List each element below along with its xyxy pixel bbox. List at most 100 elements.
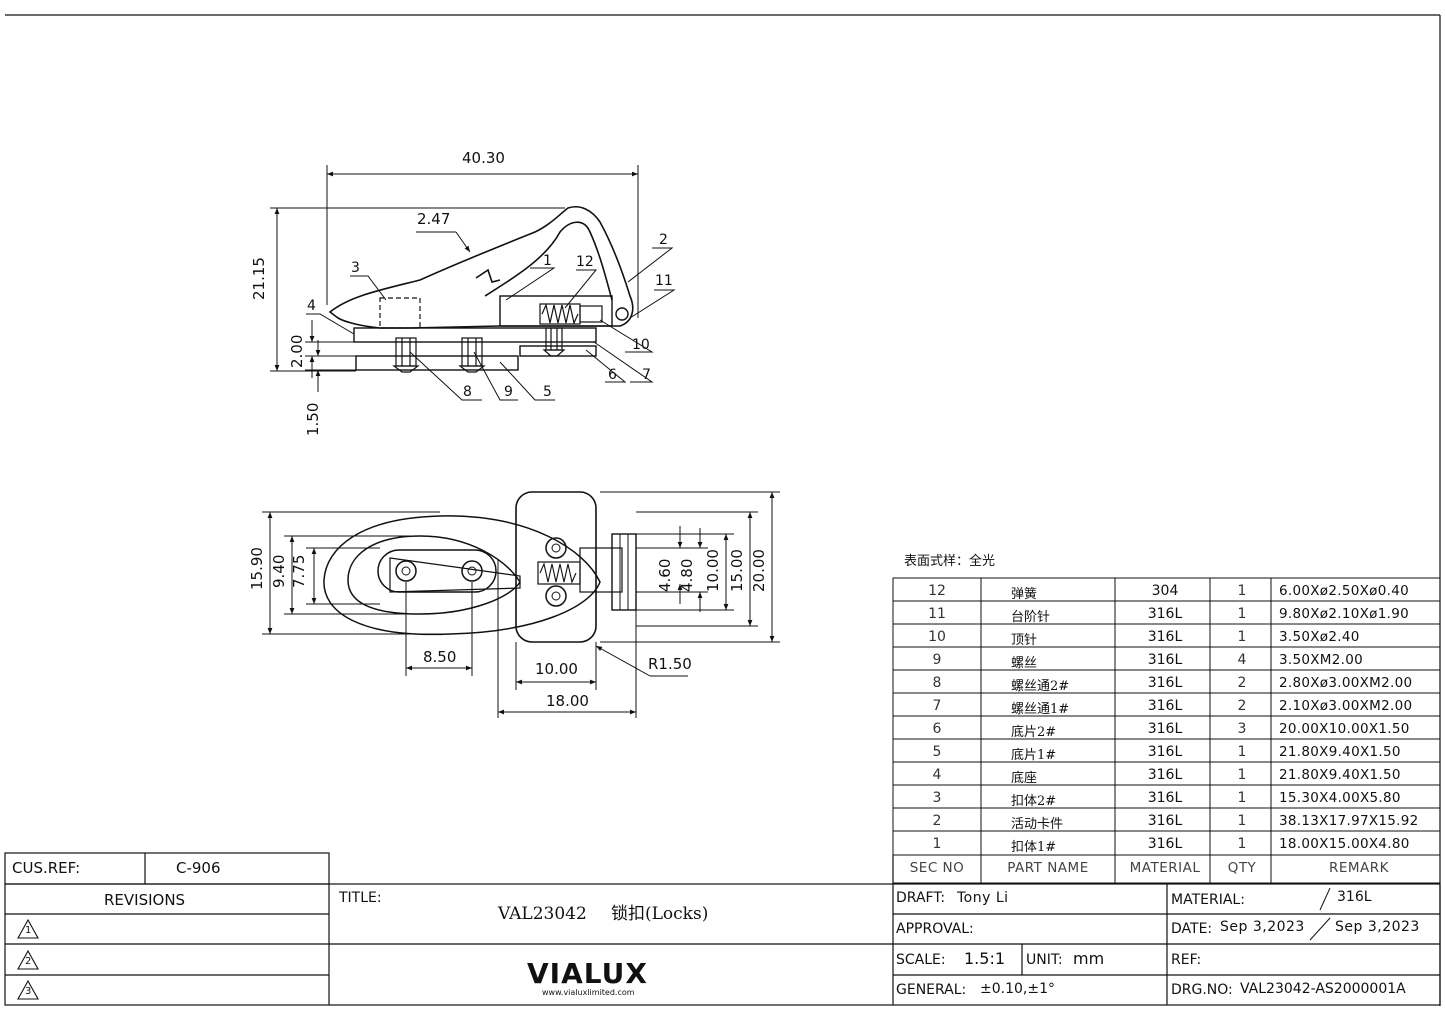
dim-21-15: 21.15 [250,257,268,300]
bom-part-name: 扣体2# [1011,794,1057,809]
logo-url: www.vialuxlimited.com [542,988,635,997]
bom-header-name: PART NAME [1007,860,1089,876]
material-value: 316L [1337,889,1372,905]
unit-label: UNIT: [1026,952,1063,968]
bom-remark: 3.50XM2.00 [1279,652,1364,668]
balloon-3: 3 [351,260,360,276]
balloon-8: 8 [463,384,472,400]
bom-qty: 2 [1237,675,1247,691]
bom-qty: 1 [1237,629,1247,645]
bom-sec-no: 9 [932,652,942,668]
bom-header-sec: SEC NO [909,860,965,876]
pin-11 [615,307,629,321]
scale-value: 1.5:1 [964,949,1006,968]
bom-qty: 1 [1237,606,1247,622]
bom-part-name: 弹簧 [1011,587,1038,602]
bom-material: 316L [1147,767,1183,783]
base-plate-6 [519,345,597,357]
rev-mark-1: 1 [25,925,32,936]
bom-part-name: 扣体1# [1011,840,1057,855]
bom-header-qty: QTY [1227,860,1257,876]
balloon-9: 9 [504,384,513,400]
draft-value: Tony Li [957,890,1009,906]
dim-10-00-h: 10.00 [535,660,578,678]
approval-label: APPROVAL: [896,921,974,937]
bom-table-grid [892,577,1441,884]
side-view-dimensions [270,165,639,392]
hook-inner-slot [484,221,613,301]
balloon-11: 11 [655,273,673,289]
slide-slot [377,549,497,593]
ref-label: REF: [1171,952,1202,968]
bom-material: 316L [1147,790,1183,806]
bom-sec-no: 6 [932,721,942,737]
dim-1-50: 1.50 [304,402,322,436]
scale-label: SCALE: [896,952,946,968]
bom-material: 316L [1147,606,1183,622]
date-value-2: Sep 3,2023 [1335,919,1420,935]
dim-8-50: 8.50 [423,648,457,666]
drg-value: VAL23042-AS2000001A [1240,981,1406,997]
screw-hole-4 [545,585,567,607]
screw-hole-2 [461,560,483,582]
teardrop-inner [347,535,521,615]
screw-hole-3 [545,537,567,559]
dim-15-00: 15.00 [728,549,746,592]
bom-material: 316L [1147,675,1183,691]
bom-header-remark: REMARK [1328,860,1390,876]
bom-material: 316L [1147,629,1183,645]
bom-row: 8 螺丝通2# 316L 2 2.80Xø3.00XM2.00 [893,671,1441,694]
cus-ref-label: CUS.REF: [12,859,81,877]
dim-9-40: 9.40 [270,554,288,588]
bom-header-row: SEC NO PART NAME MATERIAL QTY REMARK [893,856,1441,879]
bom-part-name: 螺丝通2# [1011,679,1070,694]
dim-10-00-v: 10.00 [704,549,722,592]
bom-sec-no: 8 [932,675,942,691]
plate-6-top [515,491,597,643]
bom-qty: 2 [1237,698,1247,714]
bom-material: 316L [1147,744,1183,760]
balloon-5: 5 [543,384,552,400]
drg-label: DRG.NO: [1171,982,1233,998]
bom-row: 9 螺丝 316L 4 3.50XM2.00 [893,648,1441,671]
balloon-2: 2 [659,232,668,248]
bom-remark: 2.80Xø3.00XM2.00 [1279,675,1413,691]
bom-remark: 6.00Xø2.50Xø0.40 [1279,583,1409,599]
revision-triangles [17,918,39,1000]
bom-remark: 2.10Xø3.00XM2.00 [1279,698,1413,714]
bom-qty: 4 [1237,652,1247,668]
pin-block-top [579,547,623,593]
base-plate-4 [353,327,597,343]
bom-part-name: 螺丝 [1011,656,1038,671]
bom-remark: 18.00X15.00X4.80 [1279,836,1410,852]
bom-part-name: 底片1# [1011,748,1057,763]
dim-18-00: 18.00 [546,692,589,710]
revisions-label: REVISIONS [104,891,186,909]
balloon-1: 1 [543,253,552,269]
hook-notch [475,268,501,283]
balloon-12: 12 [576,254,594,270]
rev-mark-2: 2 [25,956,32,967]
balloon-4: 4 [307,298,316,314]
bom-qty: 1 [1237,790,1247,806]
bom-material: 316L [1147,652,1183,668]
bom-part-name: 台阶针 [1011,610,1051,625]
bom-material: 316L [1147,721,1183,737]
bom-sec-no: 10 [928,629,946,645]
bom-remark: 15.30X4.00X5.80 [1279,790,1401,806]
screw-group [392,327,566,373]
side-view [328,206,634,373]
slide-arm [389,557,521,593]
base-plate-5 [355,355,519,371]
dim-2-47: 2.47 [417,210,451,228]
bom-header-material: MATERIAL [1129,860,1201,876]
bom-sec-no: 11 [928,606,946,622]
